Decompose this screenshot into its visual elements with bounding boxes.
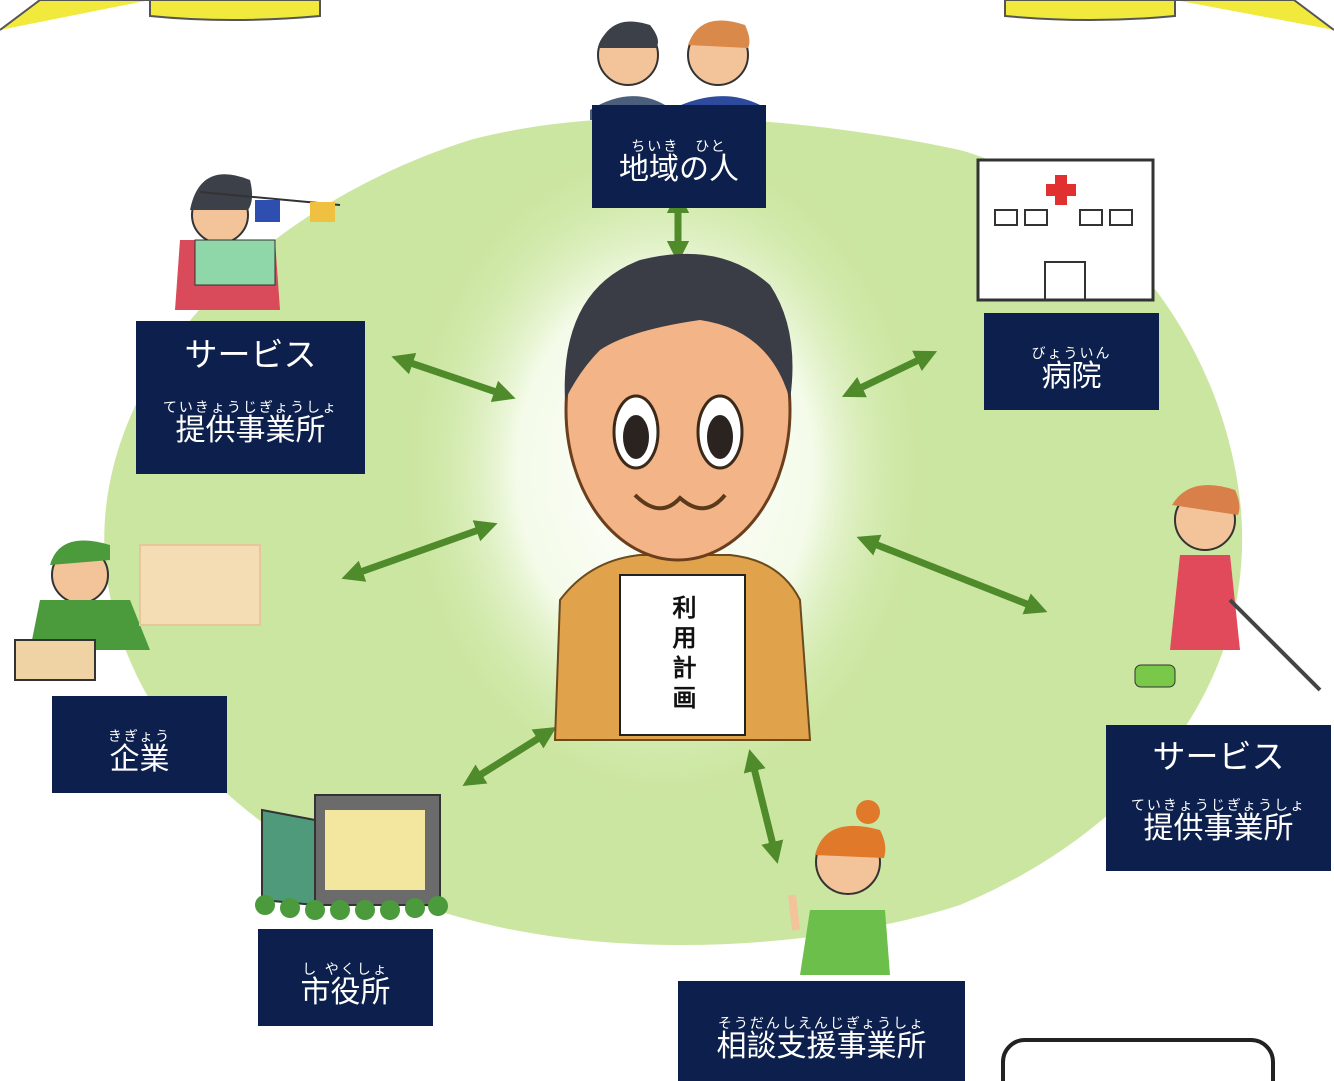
label-consultation-office: そうだんしえんじぎょうしょ 相談支援事業所	[678, 981, 965, 1081]
arrow-company	[341, 520, 498, 582]
usage-plan-document	[619, 574, 746, 736]
illustration-cleaning-woman	[1134, 485, 1322, 692]
arrow-hospital	[841, 350, 938, 398]
text-company: 企業	[109, 742, 170, 777]
connection-arrows	[341, 190, 1048, 864]
label-hospital: びょういん 病院	[984, 313, 1159, 410]
text-chiiki: 地域の人	[619, 152, 739, 187]
central-person	[553, 253, 812, 741]
text-service-1: 提供事業所	[175, 413, 326, 448]
label-city-hall: し やくしょ 市役所	[258, 929, 433, 1026]
title-service-2: サービス	[1152, 737, 1285, 776]
ruby-service-1: ていきょうじぎょうしょ	[162, 400, 339, 416]
top-banner	[0, 0, 1334, 31]
arrow-service2	[856, 534, 1048, 615]
bottom-right-box	[1001, 1038, 1275, 1081]
text-hospital: 病院	[1041, 359, 1102, 394]
text-service-2: 提供事業所	[1143, 811, 1294, 846]
illustration-city-hall	[255, 794, 448, 920]
label-company: きぎょう 企業	[52, 696, 227, 793]
text-consult: 相談支援事業所	[716, 1029, 927, 1064]
ruby-city-hall: し やくしょ	[302, 962, 389, 978]
text-city-hall: 市役所	[300, 975, 391, 1010]
ruby-hospital: びょういん	[1031, 346, 1112, 362]
label-chiiki-no-hito: ちいき ひと 地域の人	[592, 105, 766, 208]
ruby-consult: そうだんしえんじぎょうしょ	[717, 1016, 926, 1032]
title-service-1: サービス	[184, 335, 317, 374]
label-service-provider-1: サービス ていきょうじぎょうしょ 提供事業所	[136, 321, 365, 474]
illustration-consultant	[788, 800, 890, 975]
usage-plan-text: 利用計画	[668, 595, 697, 715]
ruby-chiiki: ちいき ひと	[631, 139, 727, 155]
ruby-service-2: ていきょうじぎょうしょ	[1130, 798, 1307, 814]
illustration-delivery-worker	[14, 540, 261, 681]
arrow-cityhall	[462, 727, 557, 786]
ruby-company: きぎょう	[107, 729, 172, 745]
arrow-consult	[743, 749, 784, 864]
illustration-laundry-woman	[175, 174, 341, 310]
illustration-hospital	[976, 158, 1155, 302]
usage-plan-document-label: 利用計画	[620, 575, 745, 735]
arrow-service1	[391, 352, 516, 403]
label-service-provider-2: サービス ていきょうじぎょうしょ 提供事業所	[1106, 725, 1331, 871]
